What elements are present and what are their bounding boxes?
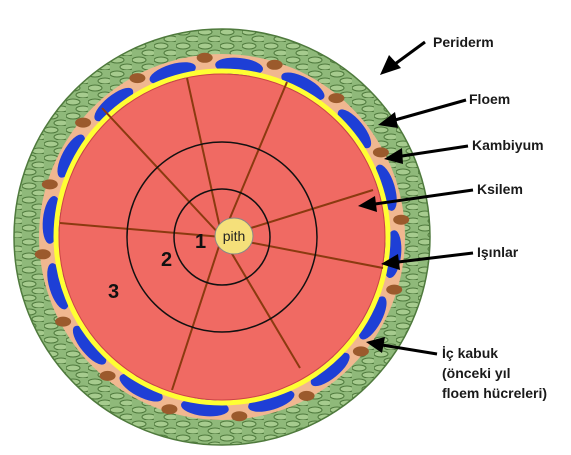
inner-bark-cell [231, 411, 247, 421]
label-kambiyum: Kambiyum [472, 137, 544, 153]
ring-number-3: 3 [108, 281, 119, 303]
ring-number-1: 1 [195, 231, 206, 253]
label-ic-kabuk-line2: (önceki yıl [442, 365, 510, 381]
inner-bark-cell [129, 73, 145, 83]
inner-bark-cell [75, 118, 91, 128]
inner-bark-cell [393, 215, 409, 225]
inner-bark-cell [161, 404, 177, 414]
inner-bark-cell [386, 285, 402, 295]
inner-bark-cell [267, 60, 283, 70]
arrow-floem [378, 100, 466, 128]
pith: pith [215, 218, 253, 254]
inner-bark-cell [100, 371, 116, 381]
label-ksilem: Ksilem [477, 181, 523, 197]
label-ic-kabuk-line1: İç kabuk [442, 345, 498, 361]
label-periderm: Periderm [433, 34, 494, 50]
pith-label: pith [223, 228, 246, 244]
inner-bark-cell [35, 249, 51, 259]
inner-bark-cell [373, 147, 389, 157]
inner-bark-cell [328, 93, 344, 103]
inner-bark-cell [55, 317, 71, 327]
label-isinlar: Işınlar [477, 244, 519, 260]
inner-bark-cell [197, 53, 213, 63]
ring-number-2: 2 [161, 249, 172, 271]
inner-bark-cell [42, 179, 58, 189]
inner-bark-cell [353, 346, 369, 356]
inner-bark-cell [299, 391, 315, 401]
label-floem: Floem [469, 91, 510, 107]
label-ic-kabuk-line3: floem hücreleri) [442, 385, 547, 401]
arrow-periderm [380, 42, 425, 75]
